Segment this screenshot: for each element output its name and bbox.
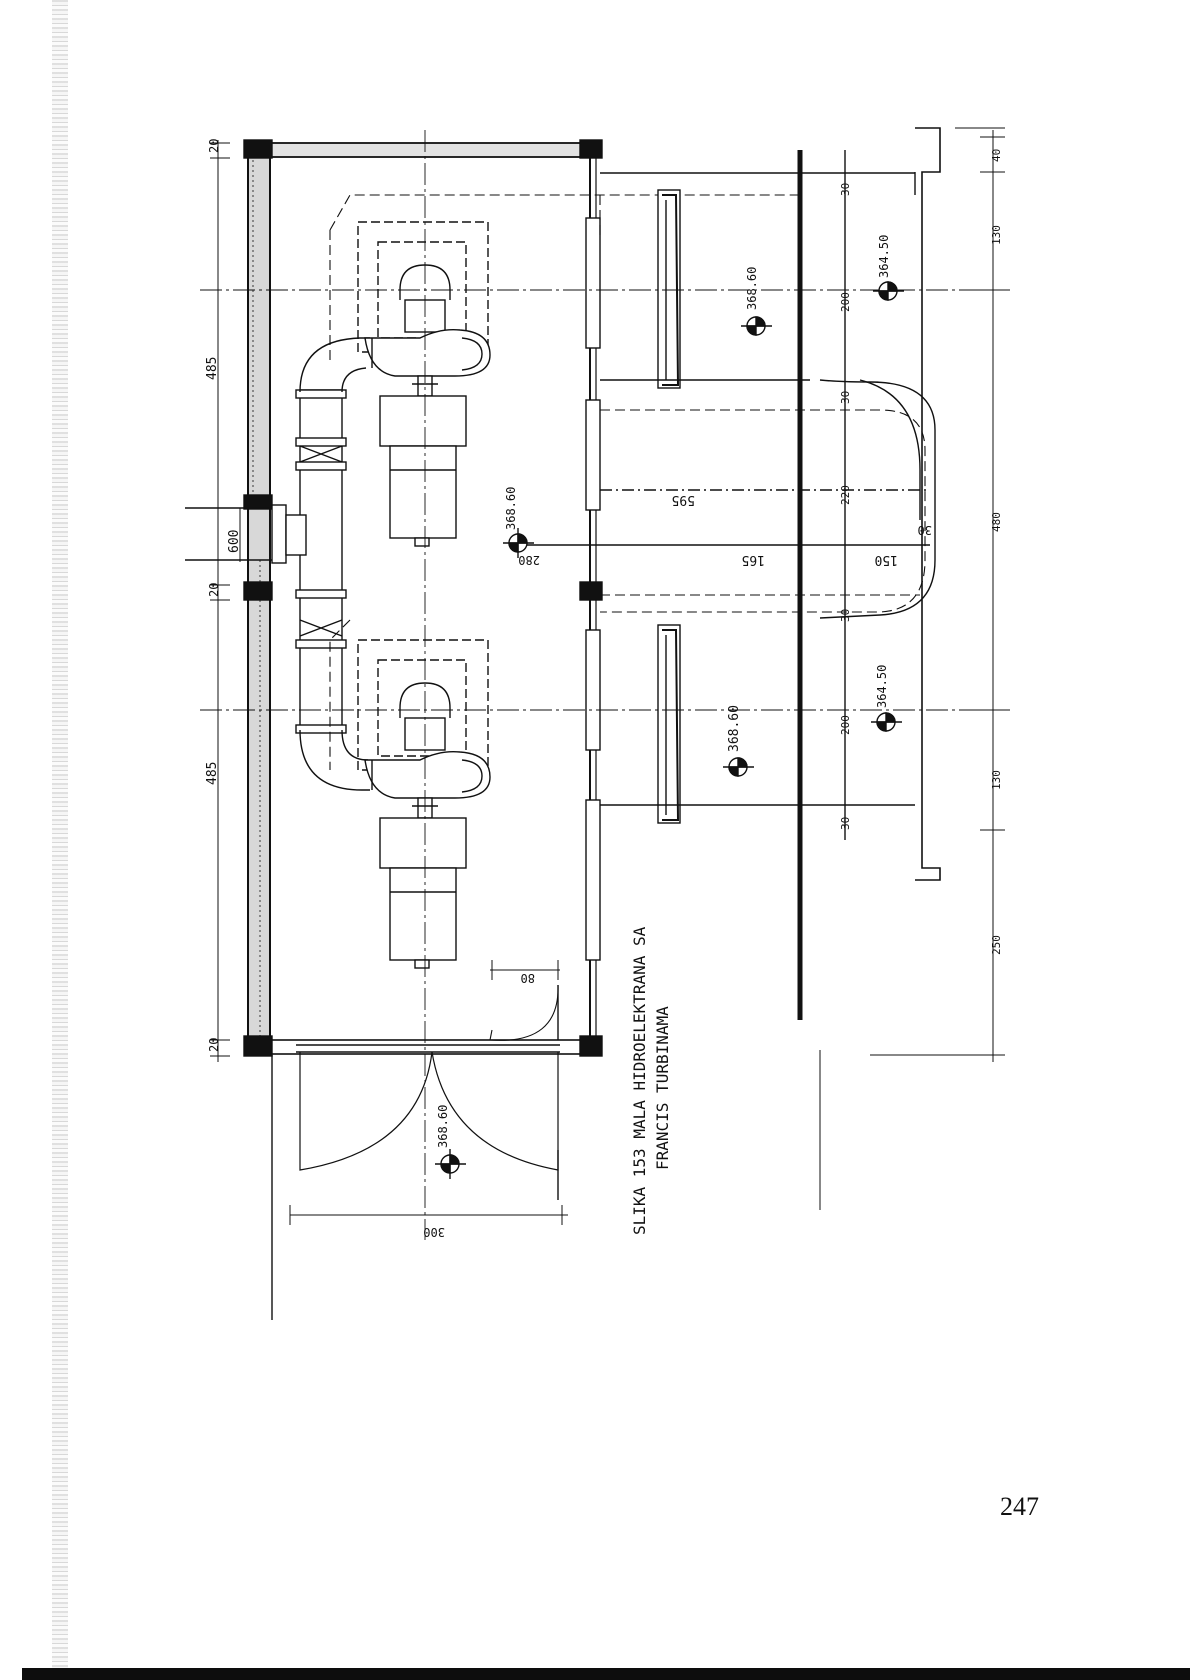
- level-marker-entrance: [435, 1149, 466, 1179]
- dim-30-curve: 30: [918, 523, 932, 537]
- figure-caption-line2: FRANCIS TURBINAMA: [653, 1006, 672, 1170]
- dim-door-width: 80: [521, 971, 535, 985]
- level-marker-outlet-upper: [741, 317, 772, 335]
- dim-150: 150: [875, 552, 898, 567]
- dim-right-130-b: 130: [990, 770, 1003, 790]
- dim-right-40: 40: [990, 149, 1003, 162]
- dim-pipe-diameter: 600: [227, 530, 242, 553]
- penstock-piping: [185, 338, 370, 790]
- entrance-doors: [272, 985, 560, 1320]
- level-outlet-upper: 368.60: [745, 267, 759, 310]
- level-hall: 368.60: [504, 487, 518, 530]
- level-marker-outlet-lower: [723, 758, 754, 776]
- dim-595: 595: [672, 492, 695, 507]
- turbine-unit-upper: [358, 222, 490, 546]
- level-entrance: 368.60: [436, 1105, 450, 1148]
- dim-ch-220: 220: [839, 485, 852, 505]
- dim-span-upper: 485: [205, 357, 220, 380]
- dim-wall-top: 20: [207, 139, 221, 153]
- dim-span-lower: 485: [205, 762, 220, 785]
- level-marker-tailwater-lower: [871, 713, 902, 731]
- dim-ch-200-b: 200: [839, 715, 852, 735]
- dim-right-480: 480: [990, 512, 1003, 532]
- dim-ch-30-b: 30: [839, 391, 852, 404]
- dim-right-130-a: 130: [990, 225, 1003, 245]
- dim-ch-30-c: 30: [839, 609, 852, 622]
- level-marker-tailwater-upper: [873, 282, 904, 300]
- dim-280: 280: [518, 553, 540, 567]
- dim-wall-mid: 20: [207, 583, 221, 597]
- page-number: 247: [1000, 1492, 1039, 1522]
- figure-caption-line1: SLIKA 153 MALA HIDROELEKTRANA SA: [630, 926, 649, 1235]
- level-tailwater-upper: 364.50: [877, 235, 891, 278]
- dim-165: 165: [742, 552, 765, 567]
- turbine-unit-lower: [358, 640, 490, 968]
- dim-right-250: 250: [990, 935, 1003, 955]
- dim-ch-30-a: 30: [839, 183, 852, 196]
- dim-entrance-width: 300: [423, 1225, 445, 1239]
- dim-ch-200-a: 200: [839, 292, 852, 312]
- level-tailwater-lower: 364.50: [875, 665, 889, 708]
- bottom-rule: [22, 1668, 1190, 1680]
- dim-ch-30-d: 30: [839, 817, 852, 830]
- level-outlet-lower: 368.60: [727, 705, 742, 752]
- dim-wall-bottom: 20: [207, 1038, 221, 1052]
